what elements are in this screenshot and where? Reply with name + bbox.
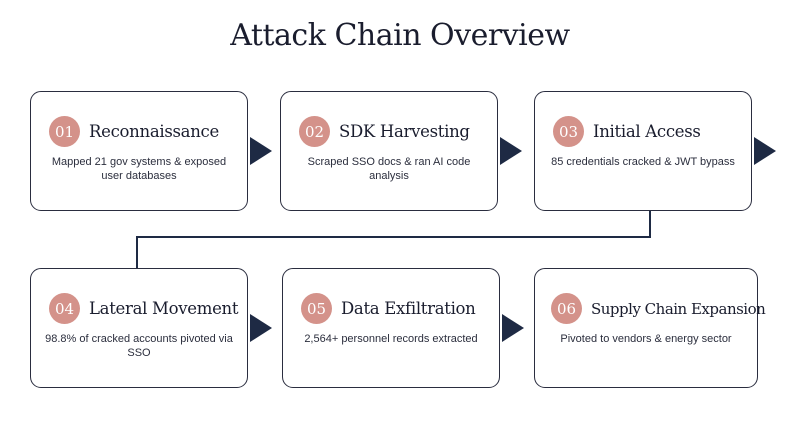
step-description: Pivoted to vendors & energy sector (560, 333, 732, 345)
step-heading: Reconnaissance (89, 122, 219, 141)
step-heading: Supply Chain Expansion (591, 299, 766, 318)
step-heading: Initial Access (593, 122, 701, 141)
arrow-right-icon (754, 137, 780, 165)
step-heading: SDK Harvesting (339, 122, 470, 141)
arrow-right-icon (250, 314, 276, 342)
step-description: 85 credentials cracked & JWT bypass (551, 156, 735, 168)
step-number-badge: 05 (301, 293, 332, 324)
arrow-right-icon (502, 314, 528, 342)
step-card-5: 05 Data Exfiltration 2,564+ personnel re… (282, 268, 500, 388)
step-card-4: 04 Lateral Movement 98.8% of cracked acc… (30, 268, 248, 388)
arrow-right-icon (500, 137, 526, 165)
step-description: 2,564+ personnel records extracted (304, 333, 478, 345)
step-description: Mapped 21 gov systems & exposed user dat… (51, 156, 227, 182)
step-description: 98.8% of cracked accounts pivoted via SS… (45, 333, 233, 359)
step-heading: Lateral Movement (89, 299, 239, 318)
diagram-title: Attack Chain Overview (230, 18, 570, 53)
step-card-3: 03 Initial Access 85 credentials cracked… (534, 91, 752, 211)
arrow-right-icon (250, 137, 276, 165)
step-card-2: 02 SDK Harvesting Scraped SSO docs & ran… (280, 91, 498, 211)
step-number-badge: 01 (49, 116, 80, 147)
step-description: Scraped SSO docs & ran AI code analysis (307, 156, 471, 182)
step-number-badge: 06 (551, 293, 582, 324)
step-number-badge: 04 (49, 293, 80, 324)
step-card-6: 06 Supply Chain Expansion Pivoted to ven… (534, 268, 766, 388)
step-number-badge: 02 (299, 116, 330, 147)
step-number-badge: 03 (553, 116, 584, 147)
step-card-1: 01 Reconnaissance Mapped 21 gov systems … (30, 91, 248, 211)
step-heading: Data Exfiltration (341, 299, 476, 318)
